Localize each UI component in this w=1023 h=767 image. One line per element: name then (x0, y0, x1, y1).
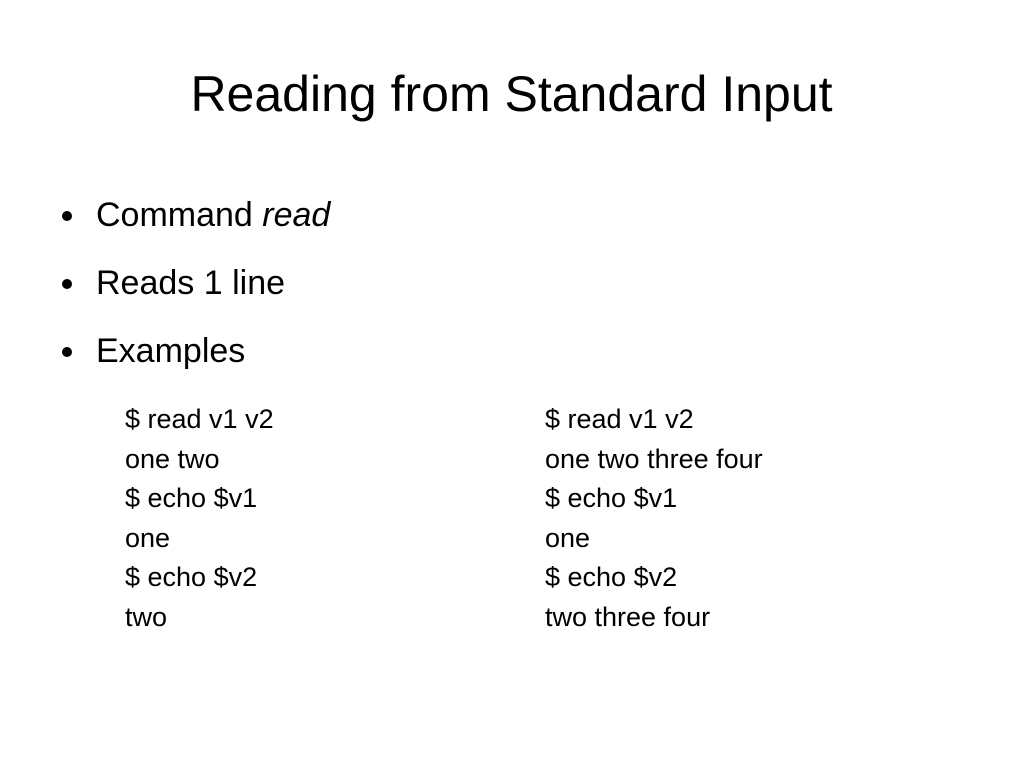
example-right: $ read v1 v2 one two three four $ echo $… (545, 400, 763, 637)
bullet-list: Command read Reads 1 line Examples (62, 181, 330, 385)
bullet-dot-icon (62, 211, 72, 221)
code-line: one two three four (545, 443, 763, 474)
code-line: $ echo $v1 (545, 483, 678, 513)
example-left: $ read v1 v2 one two $ echo $v1 one $ ec… (125, 400, 274, 637)
bullet-dot-icon (62, 279, 72, 289)
code-line: $ read v1 v2 (545, 404, 694, 434)
bullet-examples: Examples (62, 317, 330, 385)
code-line: one two (125, 443, 220, 474)
code-line: $ echo $v1 (125, 483, 258, 513)
bullet-command-read: Command read (62, 181, 330, 249)
code-line: $ read v1 v2 (125, 404, 274, 434)
code-line: two three four (545, 601, 711, 632)
bullet-text: Command (96, 195, 263, 234)
bullet-emphasis: read (262, 195, 331, 234)
code-line: $ echo $v2 (545, 562, 678, 592)
bullet-dot-icon (62, 347, 72, 357)
code-line: one (125, 522, 171, 553)
code-line: one (545, 522, 591, 553)
code-line: $ echo $v2 (125, 562, 258, 592)
code-line: two (125, 601, 168, 632)
bullet-reads-line: Reads 1 line (62, 249, 330, 317)
slide-title: Reading from Standard Input (190, 66, 833, 122)
bullet-text: Examples (96, 331, 246, 370)
bullet-text: Reads 1 line (96, 263, 286, 302)
